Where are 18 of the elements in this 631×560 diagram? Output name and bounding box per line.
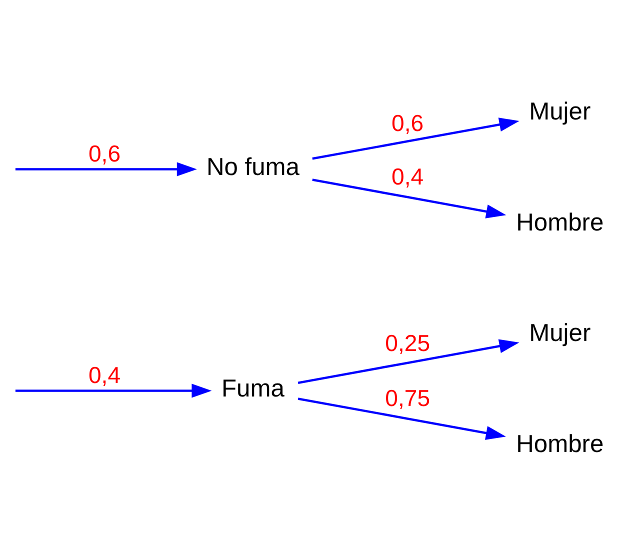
edge-label: 0,6 (88, 140, 121, 167)
node-text: Hombre (516, 209, 604, 236)
node-text: Mujer (529, 320, 591, 348)
node-text: No fuma (206, 154, 300, 182)
edge-label: 0,25 (385, 330, 430, 356)
arrow (298, 398, 506, 440)
edge-label: 0,4 (392, 164, 424, 190)
node-text: Hombre (516, 431, 604, 458)
edge-label: 0,6 (392, 110, 424, 136)
arrow (312, 178, 506, 218)
node-text: Mujer (529, 98, 591, 126)
arrow (15, 384, 212, 398)
edge-label: 0,4 (88, 362, 121, 388)
arrow (312, 118, 520, 160)
node-text: Fuma (222, 376, 284, 403)
arrow (298, 339, 520, 384)
arrow (15, 162, 197, 176)
edge-label: 0,75 (385, 385, 430, 412)
